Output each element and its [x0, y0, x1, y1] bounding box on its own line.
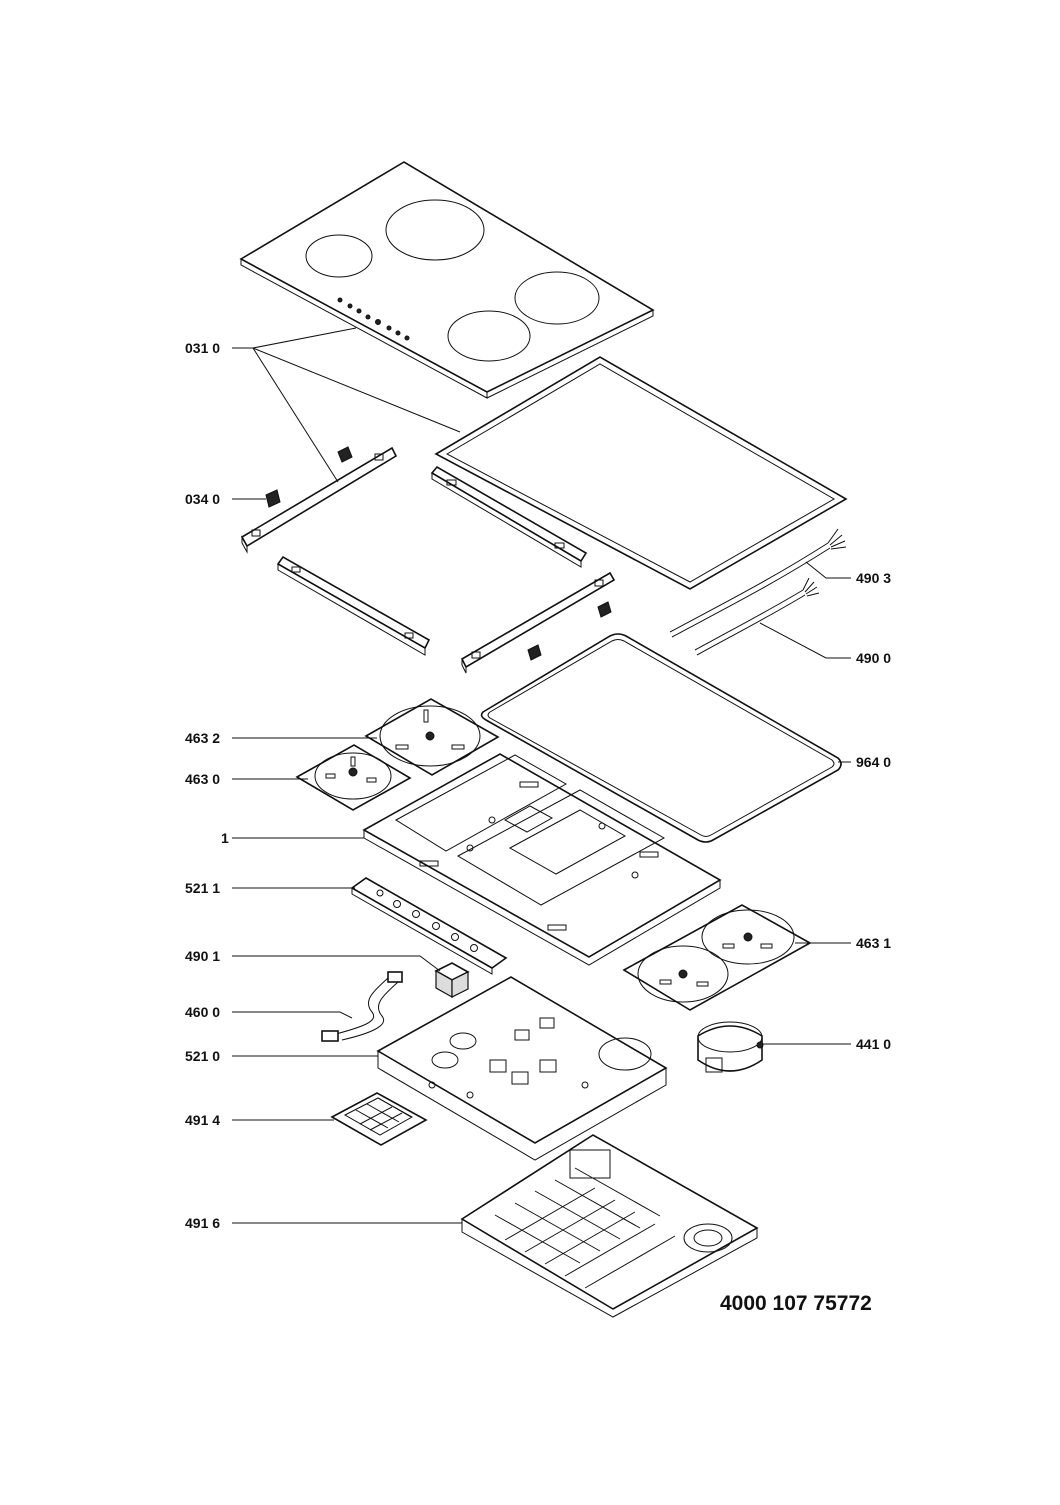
label-460-0: 460 0	[185, 1004, 220, 1020]
label-490-1: 490 1	[185, 948, 220, 964]
label-034-0: 034 0	[185, 491, 220, 507]
label-1: 1	[221, 830, 229, 846]
frame-gasket	[434, 356, 848, 590]
base-tray	[460, 1134, 759, 1318]
label-463-0: 463 0	[185, 771, 220, 787]
label-491-4: 491 4	[185, 1112, 220, 1128]
cooktop-seal	[480, 633, 842, 843]
touch-control-dots	[337, 297, 410, 341]
power-cable-upper	[669, 528, 847, 638]
front-left-profile	[240, 446, 398, 554]
document-number: 4000 107 75772	[720, 1292, 872, 1315]
front-lower-profile	[276, 555, 431, 656]
clip-bracket-icon	[265, 446, 353, 508]
control-board	[350, 877, 508, 975]
label-490-0: 490 0	[856, 650, 891, 666]
coil-plate-double	[622, 904, 812, 1011]
power-board-housing	[376, 976, 668, 1161]
label-463-2: 463 2	[185, 730, 220, 746]
cooling-fan	[697, 1021, 764, 1073]
right-lower-profile	[460, 571, 616, 674]
label-521-1: 521 1	[185, 880, 220, 896]
rear-right-profile	[430, 465, 588, 568]
label-491-6: 491 6	[185, 1215, 220, 1231]
label-490-3: 490 3	[856, 570, 891, 586]
ribbon-cable	[321, 971, 403, 1042]
coil-plate-large	[364, 698, 500, 776]
label-441-0: 441 0	[856, 1036, 891, 1052]
label-521-0: 521 0	[185, 1048, 220, 1064]
power-cable-lower	[694, 577, 820, 656]
label-463-1: 463 1	[856, 935, 891, 951]
label-031-0: 031 0	[185, 340, 220, 356]
leader-lines	[232, 327, 851, 1224]
label-964-0: 964 0	[856, 754, 891, 770]
filter-grid	[330, 1092, 428, 1146]
connector-block	[434, 962, 470, 999]
glass-ceramic-top	[239, 161, 655, 399]
part-labels: 031 0 034 0 490 3 490 0 463 2 463 0 964 …	[185, 340, 891, 1231]
coil-plate-small	[295, 744, 412, 811]
support-plate	[362, 753, 722, 966]
